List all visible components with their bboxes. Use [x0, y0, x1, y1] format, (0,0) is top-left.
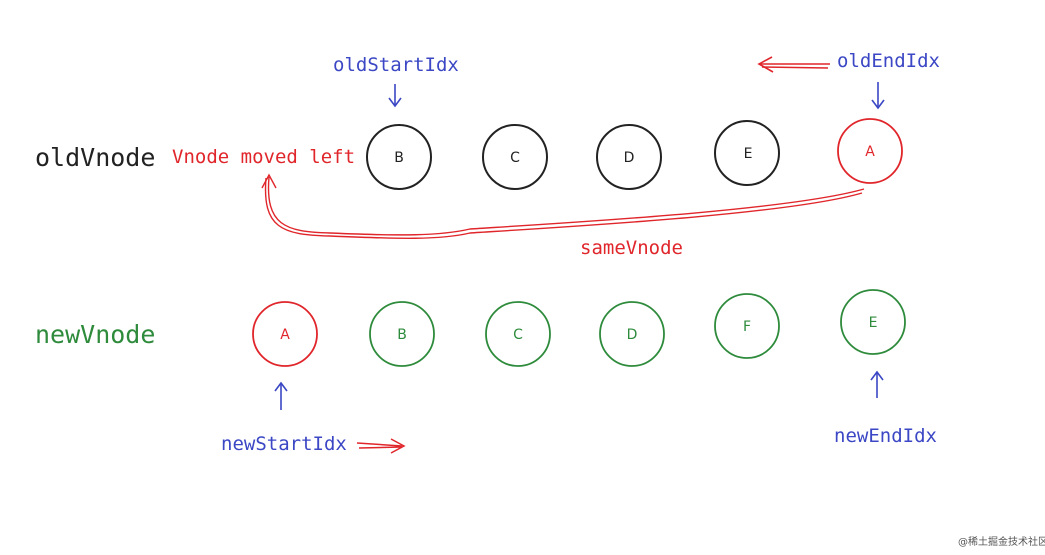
old-node-c-circle [482, 124, 548, 190]
old-node-a-label: A [865, 144, 875, 160]
new-end-up-arrow [870, 370, 884, 398]
new-node-d-label: D [627, 327, 638, 343]
old-end-move-left-arrow [757, 56, 830, 73]
new-node-b-circle [369, 301, 435, 367]
old-node-b-label: B [394, 150, 404, 166]
new-start-move-right-arrow [356, 438, 406, 454]
moved-curve-line-2 [264, 177, 863, 239]
old-node-e-circle [714, 120, 780, 186]
old-end-down-arrow [871, 82, 885, 110]
new-node-a: A [252, 301, 318, 367]
watermark: @稀土掘金技术社区 [958, 535, 1045, 548]
old-node-d-circle [596, 124, 662, 190]
new-node-b: B [369, 301, 435, 367]
old-node-a-circle [837, 118, 903, 184]
old-node-e-label: E [744, 146, 753, 162]
new-start-arrow-head [274, 381, 288, 392]
new-end-idx-label: newEndIdx [834, 425, 937, 447]
new-vnode-row-label: newVnode [35, 320, 155, 349]
new-node-e: E [840, 289, 906, 355]
new-node-c-circle [485, 301, 551, 367]
new-node-d-circle [599, 301, 665, 367]
same-vnode-note: sameVnode [580, 237, 683, 259]
old-node-c-label: C [510, 150, 520, 166]
old-start-arrow-head [388, 97, 402, 108]
old-node-d: D [596, 124, 662, 190]
new-node-f-circle [714, 293, 780, 359]
old-end-idx-label: oldEndIdx [837, 50, 940, 72]
vnode-moved-curve-arrow [261, 173, 865, 239]
new-node-d: D [599, 301, 665, 367]
new-start-idx-label: newStartIdx [221, 433, 347, 455]
new-node-a-label: A [280, 327, 290, 343]
old-node-b: B [366, 124, 432, 190]
new-node-a-circle [252, 301, 318, 367]
old-node-a: A [837, 118, 903, 184]
new-node-f-label: F [743, 319, 751, 335]
new-node-b-label: B [397, 327, 407, 343]
old-node-c: C [482, 124, 548, 190]
old-end-move-arrow-head [757, 56, 774, 73]
new-start-move-arrow-shaft [356, 442, 403, 449]
old-node-b-circle [366, 124, 432, 190]
old-node-d-label: D [624, 150, 635, 166]
vnode-moved-left-note: Vnode moved left [172, 146, 355, 168]
new-start-move-arrow-head [390, 438, 406, 454]
old-vnode-row-label: oldVnode [35, 143, 155, 172]
new-node-f: F [714, 293, 780, 359]
old-start-idx-label: oldStartIdx [333, 54, 459, 76]
new-end-arrow-head [870, 370, 884, 381]
old-node-e: E [714, 120, 780, 186]
new-node-c-label: C [513, 327, 523, 343]
old-end-move-arrow-shaft [760, 63, 830, 69]
moved-curve-line-1 [267, 176, 865, 236]
old-end-arrow-head [871, 99, 885, 110]
old-start-down-arrow [388, 84, 402, 108]
new-node-e-circle [840, 289, 906, 355]
new-start-up-arrow [274, 381, 288, 410]
new-node-c: C [485, 301, 551, 367]
moved-curve-head [261, 173, 277, 189]
new-node-e-label: E [869, 315, 878, 331]
